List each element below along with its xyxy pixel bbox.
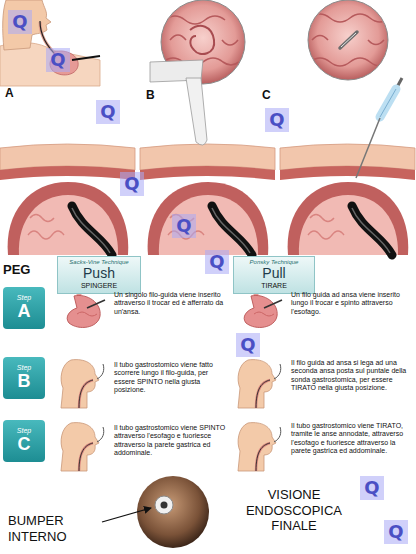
node-text: B — [5, 372, 43, 392]
technique-header: Ponsky TechniquePullTIRARE — [233, 256, 315, 294]
part-label: BUMPER INTERNO — [8, 513, 100, 544]
step-description: Il tubo gastrostomico viene TIRATO, tram… — [291, 422, 413, 456]
step-button: StepA — [3, 287, 45, 329]
node-text: Step — [5, 364, 43, 372]
step-icon — [57, 358, 107, 408]
node-text: Sacks-Vine Technique — [61, 259, 137, 266]
stomach-cross-section — [140, 140, 275, 255]
step-description: Il filo guida ad ansa si lega ad una sec… — [291, 359, 413, 393]
syringe — [356, 78, 402, 178]
watermark: Q — [96, 100, 120, 124]
patient-figure — [0, 0, 100, 86]
step-icon — [234, 421, 284, 471]
node-text: Push — [61, 266, 137, 281]
step-icon — [234, 358, 284, 408]
endoscopic-view — [308, 0, 390, 80]
watermark: Q — [236, 333, 260, 357]
node-text: C — [5, 435, 43, 455]
node-text: TIRARE — [237, 282, 311, 290]
final-endoscopic-view — [137, 476, 209, 548]
watermark: Q — [120, 172, 144, 196]
watermark: Q — [265, 108, 289, 132]
technique-header: Sacks-Vine TechniquePushSPINGERE — [57, 256, 141, 294]
watermark: Q — [384, 520, 408, 544]
watermark: Q — [46, 48, 70, 72]
node-text: Step — [5, 427, 43, 435]
caption-label: VISIONE ENDOSCOPICA FINALE — [238, 487, 350, 534]
step-description: Il tubo gastrostomico viene fatto scorre… — [114, 361, 228, 395]
step-description: Un singolo filo-guida viene inserito att… — [114, 291, 228, 316]
node-text: Pull — [237, 266, 311, 281]
watermark: Q — [205, 250, 229, 274]
section-title: PEG — [3, 262, 30, 277]
node-text: A — [5, 302, 43, 322]
watermark: Q — [8, 10, 32, 34]
watermark: Q — [172, 214, 196, 238]
figure-letter: B — [146, 88, 155, 102]
step-button: StepB — [3, 357, 45, 399]
step-description: Un filo guida ad ansa viene inserito lun… — [291, 291, 413, 316]
node-text: SPINGERE — [61, 282, 137, 290]
node-text: Step — [5, 294, 43, 302]
node-text: Ponsky Technique — [237, 259, 311, 266]
step-button: StepC — [3, 420, 45, 462]
figure-letter: A — [5, 86, 14, 100]
finger — [150, 60, 207, 145]
step-description: Il tubo gastrostomico viene SPINTO attra… — [114, 424, 228, 458]
stomach-cross-section — [0, 140, 135, 255]
watermark: Q — [360, 476, 384, 500]
stomach-cross-section — [280, 140, 415, 255]
step-icon — [57, 421, 107, 471]
figure-letter: C — [262, 88, 271, 102]
leader-arrow — [102, 508, 151, 522]
